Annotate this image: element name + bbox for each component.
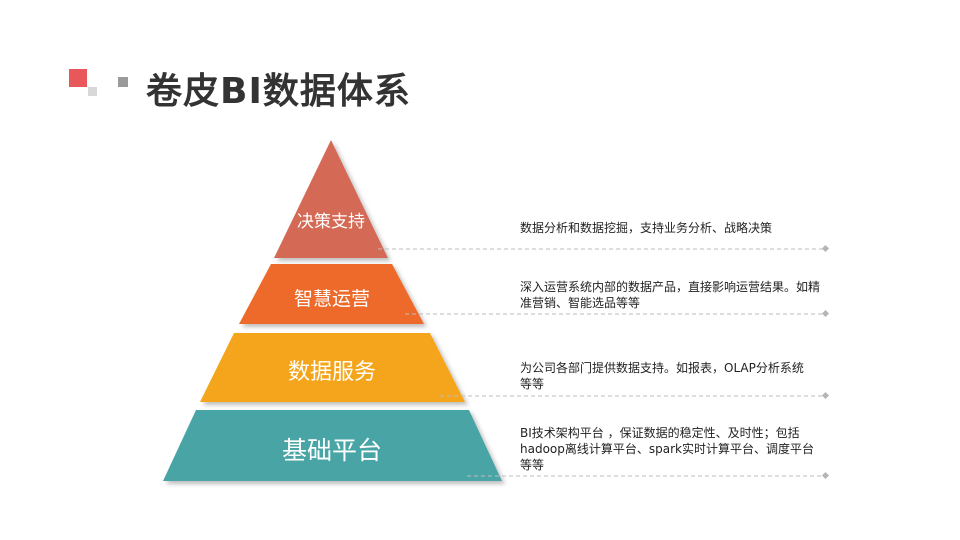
connector-end-diamond-2 — [821, 309, 830, 318]
tier-description-decision-support: 数据分析和数据挖掘，支持业务分析、战略决策 — [520, 221, 773, 235]
pyramid-tier-data-services — [200, 333, 465, 402]
title-decoration-light-square — [88, 87, 97, 96]
tier-description-data-services: 为公司各部门提供数据支持。如报表，OLAP分析系统等等 — [520, 361, 804, 391]
connector-end-diamond-3 — [821, 391, 830, 400]
pyramid-tier-decision-support — [274, 140, 388, 258]
tier-label-decision-support: 决策支持 — [297, 212, 365, 232]
pyramid-tier-base-platform — [163, 410, 502, 481]
title-decoration-gray-square — [118, 77, 128, 87]
page-title: 卷皮BI数据体系 — [146, 71, 411, 112]
connector-end-diamond-1 — [821, 244, 830, 253]
tier-label-smart-operations: 智慧运营 — [293, 288, 370, 310]
tier-description-base-platform: BI技术架构平台 ，保证数据的稳定性、及时性；包括hadoop离线计算平台、sp… — [520, 426, 814, 472]
connector-end-diamond-4 — [821, 471, 830, 480]
tier-label-data-services: 数据服务 — [287, 360, 376, 385]
title-decoration-red-square — [69, 69, 87, 87]
pyramid-tier-smart-operations — [239, 264, 424, 324]
tier-description-smart-operations: 深入运营系统内部的数据产品，直接影响运营结果。如精准营销、智能选品等等 — [520, 280, 821, 310]
tier-label-base-platform: 基础平台 — [281, 436, 382, 465]
